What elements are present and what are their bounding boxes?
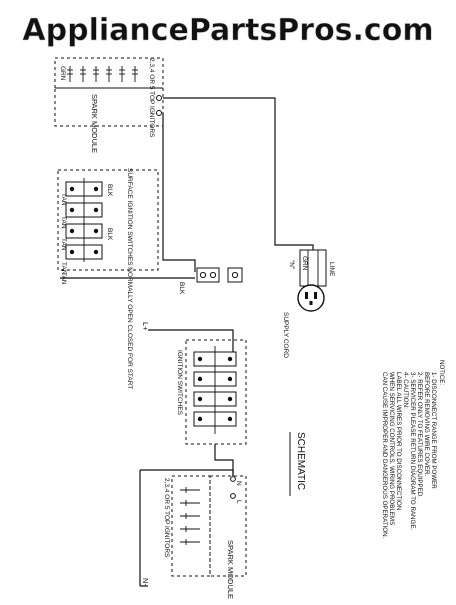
ignitor-pins [67,66,138,82]
switches-label: SURFACE IGNITION SWITCHES NORMALLY OPEN … [126,168,133,389]
notice-line-5: 4- CAUTION: [402,372,409,409]
n-minus-top-wire [140,469,234,476]
notice-line-4: 3- SERVICER PLEASE RETURN DIAGRAM TO RAN… [409,372,416,530]
cord-grn-label: GRN [301,256,308,271]
module-terminal-l [156,110,162,116]
wiring-switch-bank [65,178,103,262]
schematic-ignitors-label: 2,3,4 OR 5 TOP IGNITORS [163,478,170,558]
blk-wire-label-2: BLK [106,228,113,241]
notice-line-1: 1- DISCONNECT RANGE FROM POWER [430,372,437,489]
neutral-label: "N" [288,260,295,270]
l-plus-rail [148,329,234,352]
notice-line-6: LABEL ALL WIRES PRIOR TO DISCONNECTION [395,372,402,510]
grn-wire-label: GRN [59,66,66,81]
spark-module-label: SPARK MODULE [90,94,99,153]
schematic-title: SCHEMATIC [295,432,306,490]
notice-heading: NOTICE: [438,360,445,385]
schematic-spark-module-label: SPARK MODULE [226,540,235,599]
ignitors-label: 2,3,4 OR 5 TOP IGNITORS [148,58,155,138]
schematic-spark-module-box [209,475,247,577]
schematic-n-label: N [235,481,242,486]
n-minus-label: N- [141,578,150,586]
tan-wire-label-3: TAN [60,216,67,229]
tan-wire-label-2: TAN [60,238,67,251]
l-plus-label: L+ [141,322,150,331]
switch-to-module-wire [214,444,234,476]
module-terminal-n [156,95,162,101]
tan-wire-label-4: TAN [60,193,67,206]
terminal-right [209,271,217,279]
notice-line-2: BEFORE REMOVING WIRE COVER. [423,372,430,476]
tan-bottom-label: TAN [60,272,67,285]
tan-wire-label-1: TAN [60,262,67,275]
schematic-switch-bank [193,346,237,434]
notice-line-7: WHEN SERVICING CONTROLS. WIRING PROBLEMS [388,372,395,525]
terminal-3 [231,271,239,279]
spark-module-box [54,87,164,127]
schematic-l-label: L [235,500,242,504]
blk-bottom-label: BLK [178,282,185,295]
terminal-left [199,271,207,279]
line-label: LINE [328,262,335,277]
schematic-switch-box [185,339,247,445]
module-neutral-wire [163,97,314,255]
module-line-wire [162,113,196,272]
terminal-block [196,267,220,283]
notice-block: NOTICE: 1- DISCONNECT RANGE FROM POWER B… [381,360,445,539]
notice-line-8: CAN CAUSE IMPROPER AND DANGEROUS OPERATI… [381,372,388,539]
schematic-ignitor-pins [180,487,200,545]
switch-box [57,169,159,271]
ignition-switches-label: IGNITION SWITCHES [176,350,183,416]
supply-cord-label: SUPPLY CORD [282,312,289,358]
notice-line-3: 2- REFER ONLY TO FEATURES EQUIPPED. [416,372,423,498]
plug-icon [297,284,325,312]
blk-wire-label-1: BLK [106,184,113,197]
watermark-text: AppliancePartsPros.com [22,13,433,48]
schematic-ignitors-box [171,475,211,577]
